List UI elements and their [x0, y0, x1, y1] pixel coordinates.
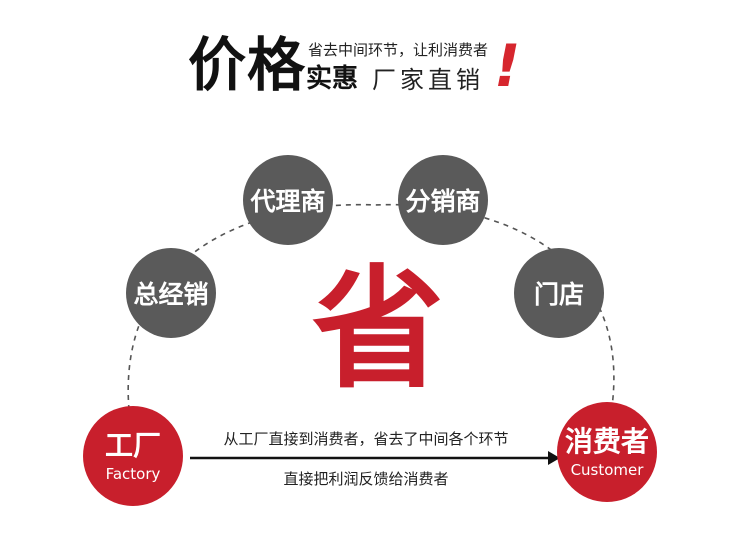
node-customer-cn: 消费者: [564, 425, 649, 458]
node-store-label: 门店: [533, 280, 584, 309]
node-customer-en: Customer: [570, 461, 644, 479]
center-save-char: 省: [312, 253, 444, 407]
arrow-caption-top: 从工厂直接到消费者，省去了中间各个环节: [223, 430, 509, 448]
node-distributor-label: 代理商: [250, 187, 326, 216]
header-tagline: 省去中间环节，让利消费者: [308, 41, 489, 59]
node-distributor: 代理商: [243, 155, 333, 245]
node-factory-cn: 工厂: [104, 429, 161, 462]
header-benefit: 实惠: [306, 64, 359, 94]
arrow-head-icon: [548, 451, 560, 465]
node-general-dealer-label: 总经销: [133, 280, 209, 309]
header-price-title: 价格: [188, 31, 307, 99]
node-store: 门店: [514, 248, 604, 338]
node-sub-distributor: 分销商: [398, 155, 488, 245]
node-factory-en: Factory: [105, 465, 161, 483]
exclamation-mark: !: [494, 32, 521, 100]
node-customer: 消费者 Customer: [557, 402, 657, 502]
node-factory: 工厂 Factory: [83, 406, 183, 506]
node-general-dealer: 总经销: [126, 248, 216, 338]
header-direct-sale: 厂家直销: [372, 66, 484, 94]
node-sub-distributor-label: 分销商: [405, 187, 481, 216]
arrow-caption-bottom: 直接把利润反馈给消费者: [283, 470, 449, 488]
